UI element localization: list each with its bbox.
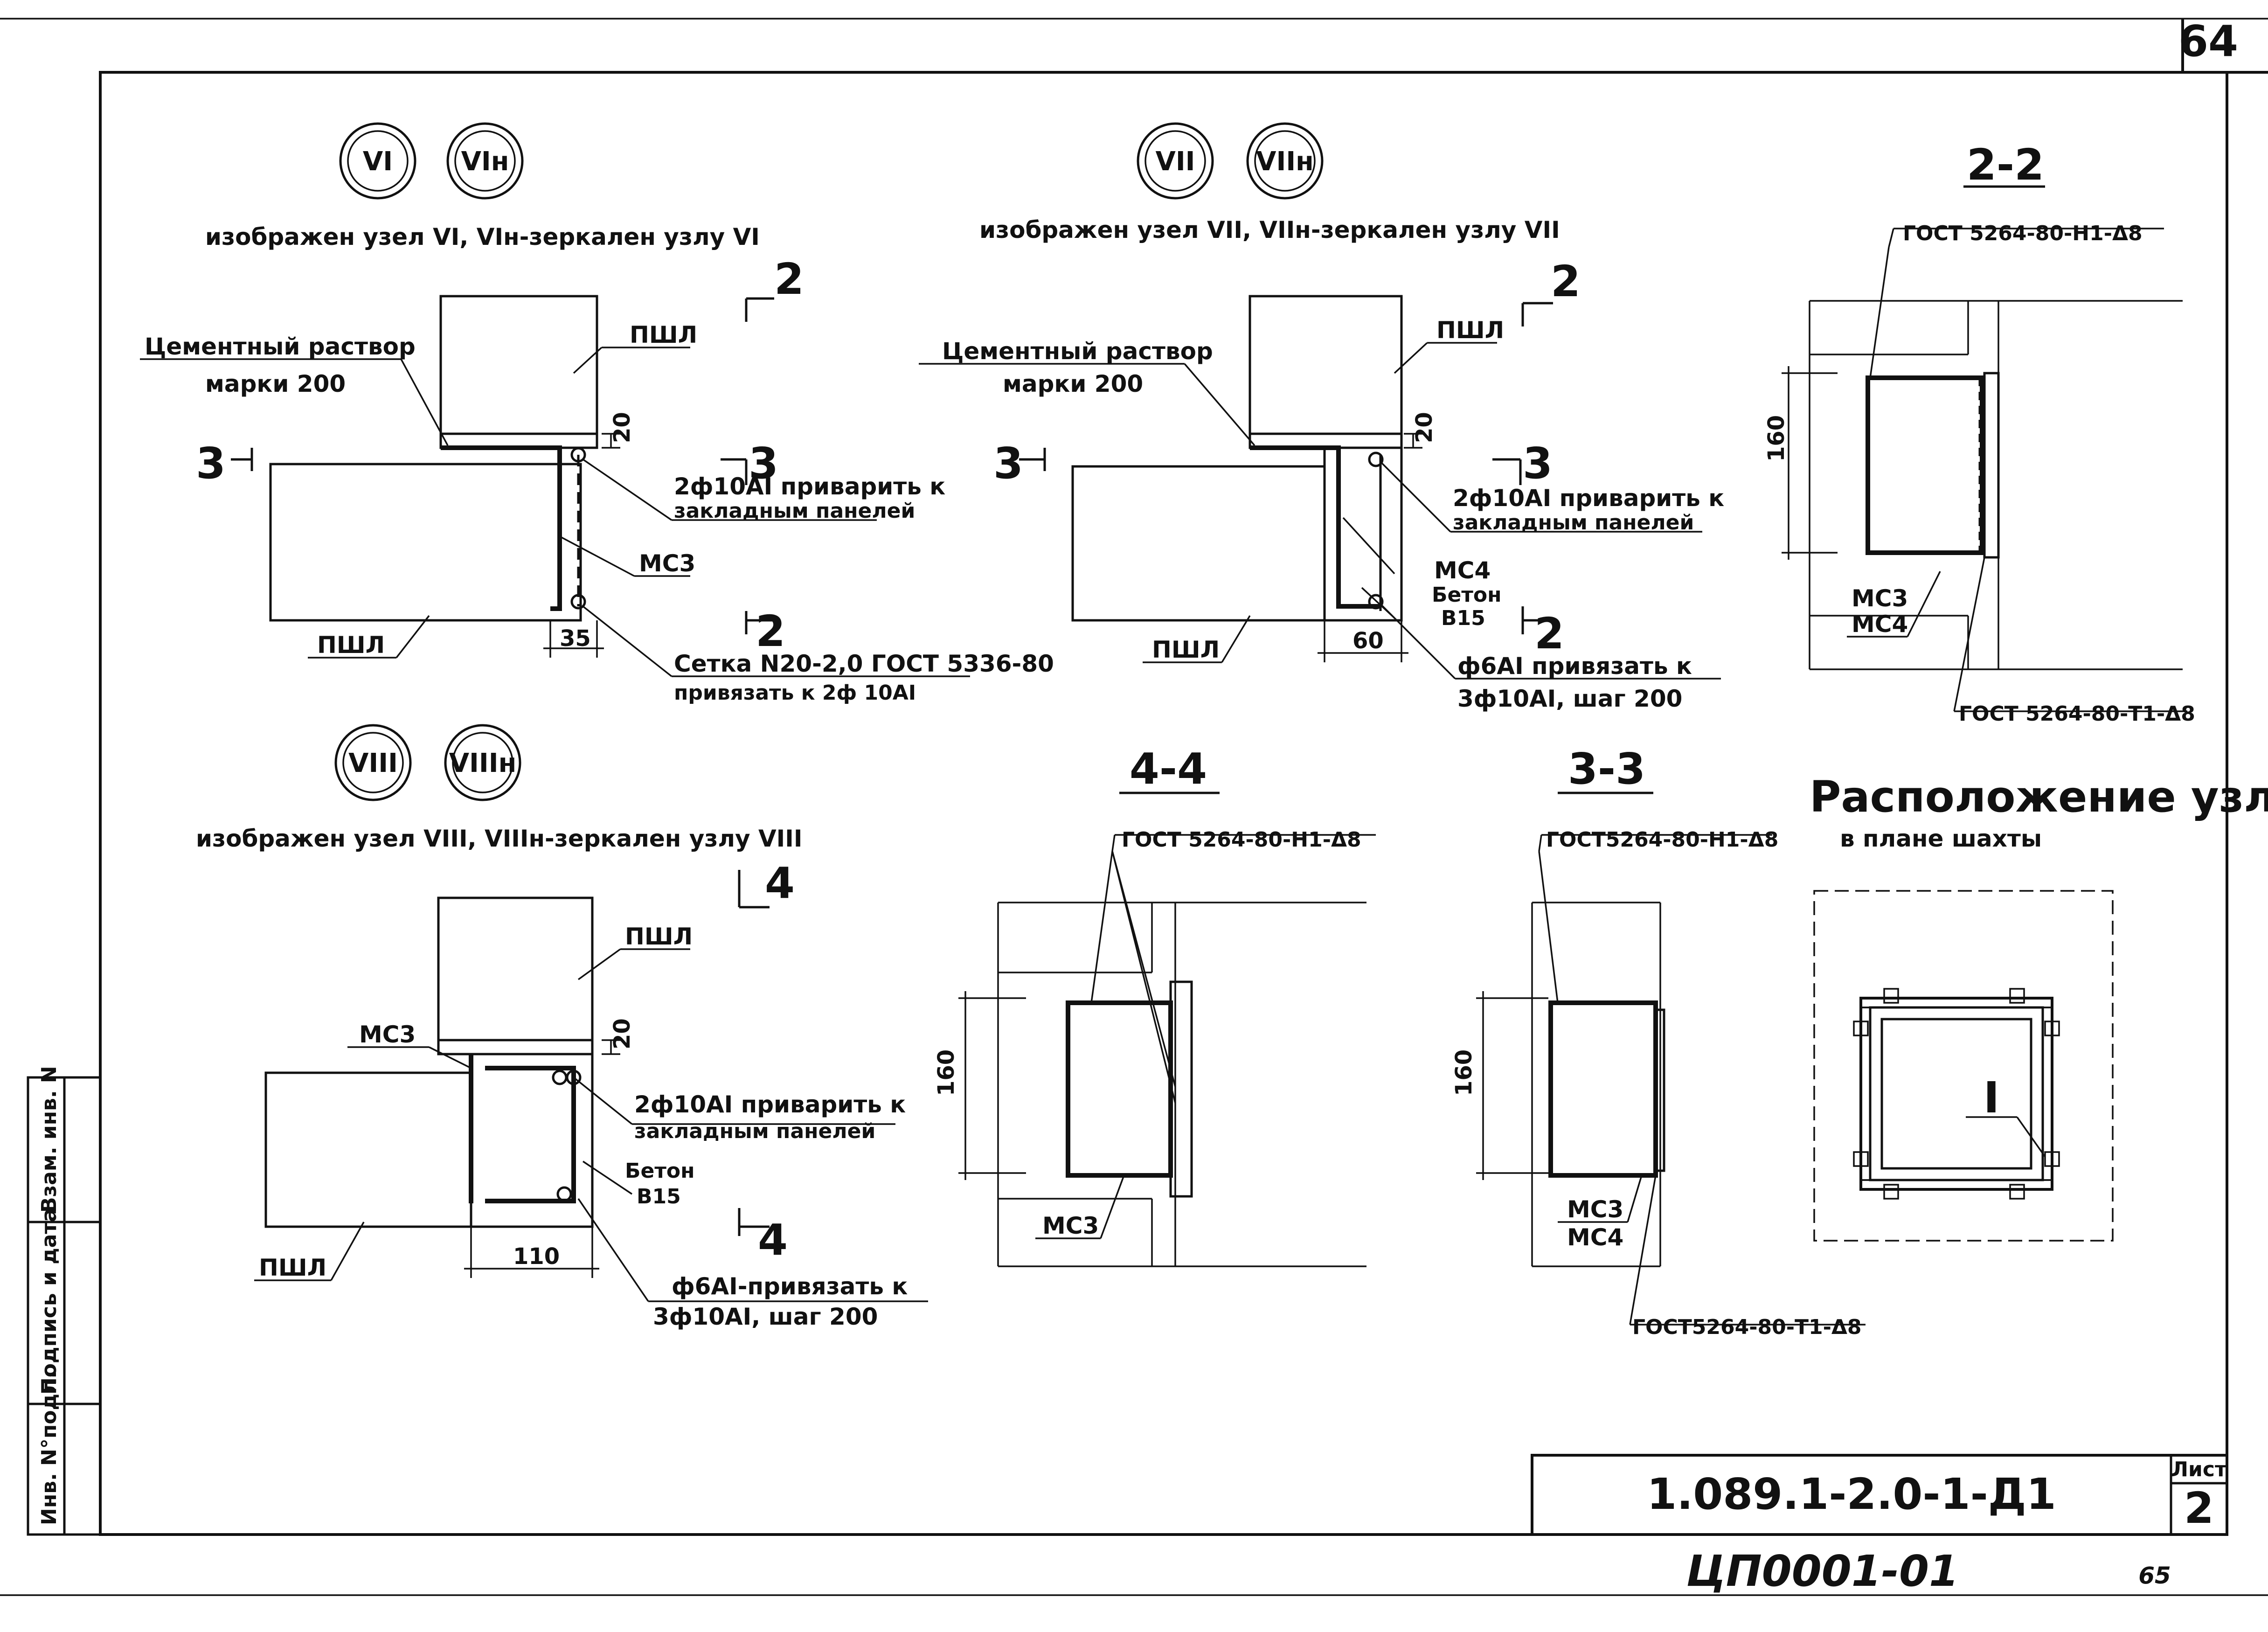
node-8-cut-4-bottom: 4 bbox=[758, 1215, 788, 1265]
node-8-concrete-2: В15 bbox=[637, 1185, 681, 1208]
section-3-3-weld-top: ГОСТ5264-80-Н1-Δ8 bbox=[1546, 828, 1778, 852]
stamp-inv-podl: Инв. N°подл. bbox=[37, 1371, 61, 1525]
section-2-2-dim: 160 bbox=[1763, 415, 1789, 462]
stamp-inv-replace: Взам. инв. N bbox=[37, 1066, 61, 1213]
node-7-concrete-2: В15 bbox=[1441, 606, 1485, 630]
node-7-mortar-1: Цементный раствор bbox=[942, 338, 1213, 365]
node-7: VII VIIн изображен узел VII, VIIн-зеркал… bbox=[919, 122, 1721, 680]
node-7-cut-2-top: 2 bbox=[1551, 257, 1581, 306]
node-7-cut-2-bottom: 2 bbox=[1534, 609, 1564, 659]
node-7-wall-side: ПШЛ bbox=[1152, 636, 1220, 663]
corner-number: 64 bbox=[2178, 16, 2238, 66]
doc-code: 1.089.1-2.0-1-Д1 bbox=[1647, 1469, 2056, 1519]
section-3-3-weld-bottom: ГОСТ5264-80-Т1-Δ8 bbox=[1632, 1315, 1862, 1339]
node-8-tie-2: 3ф10AI, шаг 200 bbox=[653, 1303, 878, 1330]
node-8-wall-top: ПШЛ bbox=[625, 923, 693, 950]
node-6-wall-top: ПШЛ bbox=[630, 321, 697, 348]
node-6-rebar-2: закладным панелей bbox=[674, 499, 915, 523]
node-7-cut-3-right: 3 bbox=[1523, 438, 1553, 488]
plan-node-label: I bbox=[1984, 1073, 1999, 1123]
section-3-3-dim: 160 bbox=[1451, 1049, 1477, 1096]
node-6-dim-top: 20 bbox=[609, 412, 635, 443]
section-3-3 bbox=[1476, 792, 1866, 1326]
plan-of-shaft bbox=[1813, 890, 2114, 1242]
sheet-number: 2 bbox=[2184, 1483, 2214, 1533]
section-2-2-mesh-1: МС3 bbox=[1852, 585, 1908, 612]
node-7-rebar-1: 2ф10AI приварить к bbox=[1453, 485, 1724, 512]
node-6-wall-side: ПШЛ bbox=[317, 632, 385, 659]
section-2-2-mesh-2: МС4 bbox=[1852, 611, 1908, 638]
side-stamp: Инв. N°подл. Подпись и дата Взам. инв. N bbox=[27, 1066, 102, 1536]
section-4-4-dim: 160 bbox=[933, 1049, 959, 1096]
node-6-cut-3-right: 3 bbox=[749, 438, 778, 488]
node-8-dim-top: 20 bbox=[609, 1018, 635, 1049]
node-8n-mark: VIIIн bbox=[449, 748, 517, 778]
node-6-mesh: МС3 bbox=[639, 550, 695, 577]
node-7-cut-3-left: 3 bbox=[993, 438, 1023, 488]
node-8-rebar-1: 2ф10AI приварить к bbox=[634, 1091, 906, 1118]
stamp-signature-date: Подпись и дата bbox=[37, 1208, 61, 1395]
node-8-mesh: МС3 bbox=[359, 1021, 416, 1048]
node-7-rebar-2: закладным панелей bbox=[1453, 511, 1694, 535]
node-8-rebar-2: закладным панелей bbox=[634, 1119, 875, 1143]
node-6-rebar-1: 2ф10AI приварить к bbox=[674, 473, 945, 500]
plan-title-2: в плане шахты bbox=[1840, 825, 2042, 852]
node-7-tie-2: 3ф10AI, шаг 200 bbox=[1457, 685, 1682, 712]
node-8: VIII VIIIн изображен узел VIII, VIIIн-зе… bbox=[196, 724, 928, 1302]
node-7-tie-1: ф6AI привязать к bbox=[1457, 653, 1692, 680]
node-7-dim-bottom: 60 bbox=[1352, 628, 1384, 654]
section-4-4-mesh: МС3 bbox=[1042, 1212, 1099, 1239]
node-6-net-1: Сетка N20-2,0 ГОСТ 5336-80 bbox=[674, 650, 1054, 677]
archive-code: ЦП0001-01 bbox=[1686, 1546, 1959, 1596]
node-7-concrete-1: Бетон bbox=[1432, 583, 1502, 607]
node-6-cut-3-left: 3 bbox=[196, 438, 226, 488]
node-7-mark: VII bbox=[1155, 146, 1195, 177]
section-3-3-mesh-1: МС3 bbox=[1567, 1196, 1623, 1223]
node-6-mortar-2: марки 200 bbox=[205, 370, 346, 397]
node-6-mark: VI bbox=[363, 146, 393, 177]
section-4-4-weld-top: ГОСТ 5264-80-Н1-Δ8 bbox=[1122, 828, 1361, 852]
section-4-4-title: 4-4 bbox=[1130, 744, 1207, 794]
node-7-dim-top: 20 bbox=[1411, 412, 1437, 443]
node-6-mortar-1: Цементный раствор bbox=[145, 333, 416, 360]
node-8-tie-1: ф6AI-привязать к bbox=[672, 1273, 908, 1300]
node-8-mark: VIII bbox=[348, 748, 398, 778]
node-6-cut-2-top: 2 bbox=[774, 254, 804, 304]
plan-title-1: Расположение узла I bbox=[1810, 772, 2268, 822]
section-2-2-weld-bottom: ГОСТ 5264-80-Т1-Δ8 bbox=[1959, 702, 2195, 726]
node-6: VI VIн изображен узел VI, VIн-зеркален у… bbox=[140, 122, 970, 677]
node-6n-mark: VIн bbox=[461, 146, 509, 177]
node-6-cut-2-bottom: 2 bbox=[756, 606, 785, 656]
section-3-3-title: 3-3 bbox=[1568, 744, 1645, 794]
node-7-caption: изображен узел VII, VIIн-зеркален узлу V… bbox=[979, 216, 1560, 243]
node-6-net-2: привязать к 2ф 10АI bbox=[674, 681, 916, 705]
section-2-2-weld-top: ГОСТ 5264-80-Н1-Δ8 bbox=[1903, 222, 2143, 245]
node-7-mesh: МС4 bbox=[1434, 557, 1491, 584]
section-2-2-title: 2-2 bbox=[1967, 140, 2044, 190]
node-7-wall-top: ПШЛ bbox=[1436, 317, 1504, 344]
node-8-cut-4-top: 4 bbox=[765, 858, 795, 908]
node-7n-mark: VIIн bbox=[1256, 146, 1314, 177]
archive-page: 65 bbox=[2138, 1562, 2171, 1589]
node-8-dim-bottom: 110 bbox=[513, 1243, 560, 1270]
section-3-3-mesh-2: МС4 bbox=[1567, 1224, 1623, 1251]
title-block bbox=[1531, 1454, 2228, 1536]
section-2-2 bbox=[1782, 185, 2187, 712]
sheet-label: Лист bbox=[2171, 1458, 2227, 1481]
node-8-caption: изображен узел VIII, VIIIн-зеркален узлу… bbox=[196, 825, 803, 852]
node-7-mortar-2: марки 200 bbox=[1003, 370, 1143, 397]
section-4-4 bbox=[958, 792, 1376, 1267]
node-8-concrete-1: Бетон bbox=[625, 1159, 695, 1183]
node-8-wall-side: ПШЛ bbox=[259, 1254, 326, 1281]
node-6-caption: изображен узел VI, VIн-зеркален узлу VI bbox=[205, 223, 760, 250]
sheet-frame bbox=[0, 18, 2268, 1596]
node-6-dim-bottom: 35 bbox=[560, 625, 591, 652]
